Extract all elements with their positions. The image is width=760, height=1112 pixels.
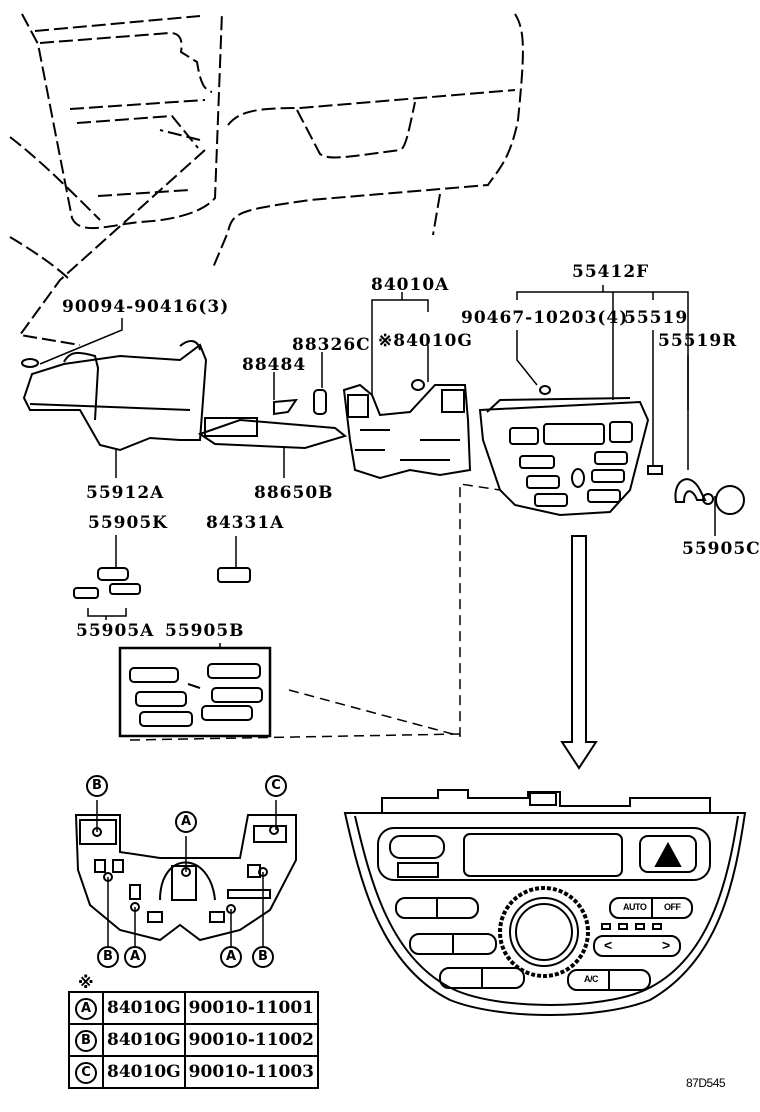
- legend-number: 90010-11001: [183, 991, 320, 1025]
- screw-legend-table: A 84010G 90010-11001 B 84010G 90010-1100…: [68, 991, 320, 1089]
- reference-code: 87D545: [686, 1076, 726, 1090]
- note-symbol: ※: [78, 973, 94, 992]
- legend-row: A 84010G 90010-11001: [68, 991, 320, 1025]
- marker-A-bottom-2: A: [124, 946, 146, 968]
- button-off-label: OFF: [664, 902, 681, 912]
- part-88326C-clip: [313, 389, 327, 415]
- phantom-connectors: [129, 483, 501, 741]
- marker-A-bottom-3: A: [220, 946, 242, 968]
- callout-90094-90416: 90094-90416(3): [62, 297, 230, 317]
- part-84010A-switch-board: [342, 379, 472, 480]
- dashboard-phantom-outline: [9, 11, 524, 346]
- callout-84331A: 84331A: [206, 513, 285, 533]
- button-auto-label: AUTO: [623, 902, 647, 912]
- front-control-panel: [343, 789, 747, 1016]
- part-55412F-panel: [478, 385, 663, 517]
- switch-board-rear-view: [74, 800, 297, 946]
- part-55905A-knobs: [73, 583, 141, 599]
- part-55519R-clip: [674, 478, 707, 503]
- marker-B-top-left: B: [86, 775, 108, 797]
- part-55912A-bracket: [21, 340, 208, 452]
- callout-88326C: 88326C: [292, 335, 371, 355]
- callout-55912A: 55912A: [86, 483, 165, 503]
- legend-number: 90010-11003: [183, 1055, 320, 1089]
- callout-55905A: 55905A: [76, 621, 155, 641]
- callout-88484: 88484: [242, 355, 307, 375]
- part-88650B-plate: [197, 398, 348, 450]
- part-55905B-box: [118, 646, 272, 738]
- marker-C-top-right: C: [265, 775, 287, 797]
- direction-arrow: [560, 535, 598, 770]
- button-ac-label: A/C: [584, 974, 599, 984]
- marker-A-center: A: [175, 811, 197, 833]
- fan-up-icon: >: [662, 937, 670, 953]
- marker-B-bottom-4: B: [252, 946, 274, 968]
- legend-number: 90010-11002: [183, 1023, 320, 1057]
- callout-55519R: 55519R: [658, 331, 738, 351]
- callout-84010A: 84010A: [371, 275, 450, 295]
- callout-88650B: 88650B: [254, 483, 334, 503]
- callout-55905K: 55905K: [88, 513, 168, 533]
- callout-55519: 55519: [624, 308, 689, 328]
- legend-part: 84010G: [102, 991, 186, 1025]
- legend-key: C: [75, 1061, 97, 1084]
- marker-B-bottom-1: B: [97, 946, 119, 968]
- part-84331A-button: [217, 567, 251, 583]
- callout-90467-10203: 90467-10203(4): [461, 308, 629, 328]
- legend-row: C 84010G 90010-11003: [68, 1055, 320, 1089]
- callout-84010G: ※84010G: [378, 331, 473, 351]
- callout-55905C: 55905C: [682, 539, 760, 559]
- legend-key: B: [75, 1029, 97, 1052]
- legend-part: 84010G: [102, 1055, 186, 1089]
- legend-key: A: [75, 997, 97, 1020]
- legend-part: 84010G: [102, 1023, 186, 1057]
- callout-55412F: 55412F: [572, 262, 650, 282]
- part-55905K-knob: [97, 567, 129, 581]
- legend-row: B 84010G 90010-11002: [68, 1023, 320, 1057]
- callout-55905B: 55905B: [165, 621, 245, 641]
- leader-lines: [39, 285, 716, 649]
- fan-down-icon: <: [604, 937, 612, 953]
- part-55905C-knob: [702, 485, 745, 515]
